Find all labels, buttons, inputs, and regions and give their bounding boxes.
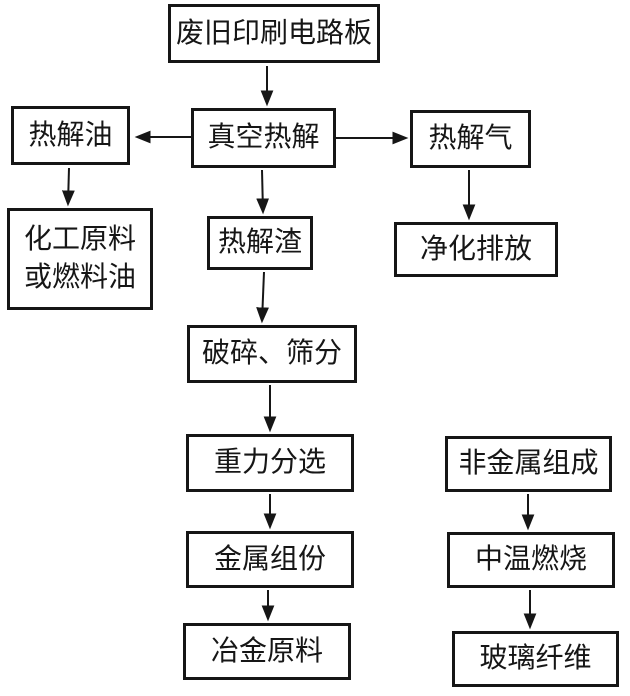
node-label: 热解渣 [217, 227, 302, 259]
node-label: 热解油 [28, 119, 113, 151]
node-nonmetal-fraction: 非金属组成 [445, 436, 612, 492]
node-label: 热解气 [428, 123, 513, 155]
node-label: 真空热解 [207, 122, 320, 154]
node-pyrolysis-residue: 热解渣 [207, 216, 313, 270]
arrow-vacuum-residue [256, 169, 270, 215]
node-label: 金属组份 [213, 543, 326, 575]
node-label-line2: 或燃料油 [23, 262, 136, 293]
node-gravity-separation: 重力分选 [186, 434, 354, 492]
node-label-line1: 化工原料 [23, 224, 136, 256]
node-label: 中温燃烧 [474, 544, 587, 576]
node-crushing-screening: 破碎、筛分 [187, 325, 357, 383]
node-medium-temp-combustion: 中温燃烧 [447, 532, 615, 588]
node-label: 净化排放 [419, 233, 532, 265]
node-vacuum-pyrolysis: 真空热解 [191, 108, 336, 168]
node-label: 废旧印刷电路板 [175, 17, 372, 49]
arrow-residue-crush [256, 271, 269, 324]
node-label: 玻璃纤维 [479, 643, 592, 675]
node-chemical-or-fuel-oil: 化工原料 或燃料油 [7, 208, 153, 310]
node-metal-fraction: 金属组份 [186, 531, 354, 588]
node-label: 破碎、筛分 [201, 338, 342, 370]
node-label: 非金属组成 [458, 448, 599, 480]
node-label: 重力分选 [213, 447, 326, 479]
node-glass-fiber: 玻璃纤维 [452, 631, 619, 687]
node-waste-pcb: 废旧印刷电路板 [168, 4, 380, 63]
node-purification-discharge: 净化排放 [394, 222, 558, 277]
node-pyrolysis-gas: 热解气 [410, 110, 531, 168]
node-pyrolysis-oil: 热解油 [11, 106, 130, 165]
node-label: 冶金原料 [210, 635, 323, 667]
node-metallurgical-raw-material: 冶金原料 [183, 623, 351, 680]
arrow-pyro-oil-chem-oil [61, 167, 75, 207]
